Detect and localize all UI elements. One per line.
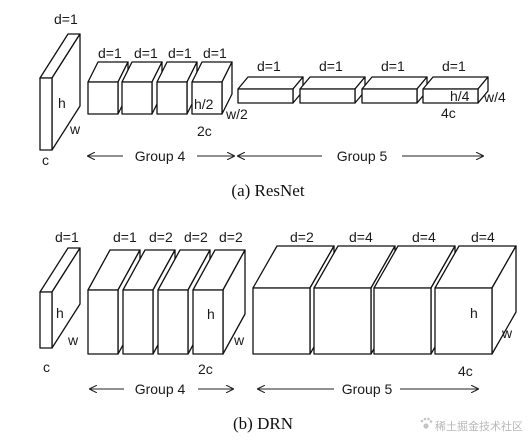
front-face bbox=[87, 289, 119, 355]
front-face bbox=[192, 289, 224, 355]
front-face bbox=[361, 88, 418, 104]
top-face bbox=[361, 76, 428, 90]
drn-group4-width: w bbox=[233, 332, 245, 348]
drn-input-channels: c bbox=[43, 359, 50, 375]
resnet-group4-dilation-3: d=1 bbox=[168, 45, 192, 61]
front-face bbox=[252, 287, 311, 355]
front-face bbox=[237, 88, 294, 104]
resnet-group4-width: w/2 bbox=[225, 106, 248, 122]
front-face bbox=[191, 81, 223, 115]
front-face bbox=[122, 289, 154, 355]
front-face bbox=[422, 88, 479, 104]
resnet-group4-dilation-2: d=1 bbox=[134, 45, 158, 61]
front-face bbox=[156, 81, 188, 115]
top-face bbox=[237, 76, 304, 90]
drn-panel: d=1 h w c d=1 d=2 d=2 d=2 h w 2c d=2 d=4… bbox=[39, 229, 517, 433]
drn-group4-dilation-1: d=1 bbox=[113, 229, 137, 245]
resnet-group5-dilation-1: d=1 bbox=[257, 58, 281, 74]
watermark: 稀土掘金技术社区 bbox=[420, 417, 523, 433]
drn-group5-dilation-1: d=2 bbox=[290, 229, 314, 245]
drn-group4-height: h bbox=[207, 306, 215, 322]
front-face bbox=[87, 81, 119, 115]
drn-group4-channels: 2c bbox=[198, 361, 213, 377]
drn-group5-height: h bbox=[470, 305, 478, 321]
resnet-group4-height: h/2 bbox=[194, 96, 214, 112]
drn-group4-dilation-4: d=2 bbox=[219, 229, 243, 245]
resnet-group5-height: h/4 bbox=[450, 88, 470, 104]
front-face bbox=[434, 287, 493, 355]
watermark-text: 稀土掘金技术社区 bbox=[435, 419, 523, 433]
resnet-group4-dilation-1: d=1 bbox=[98, 45, 122, 61]
resnet-input-block bbox=[39, 33, 81, 151]
drn-input-width: w bbox=[67, 332, 79, 348]
resnet-group5-channels: 4c bbox=[441, 105, 456, 121]
resnet-group5-width: w/4 bbox=[483, 89, 506, 105]
resnet-group5-block-3 bbox=[361, 76, 428, 104]
front-face bbox=[299, 88, 356, 104]
resnet-input-width: w bbox=[69, 121, 81, 137]
resnet-input-height: h bbox=[58, 95, 66, 111]
resnet-group5-dilation-3: d=1 bbox=[381, 58, 405, 74]
resnet-group4-channels: 2c bbox=[197, 123, 212, 139]
drn-input-height: h bbox=[56, 305, 64, 321]
resnet-input-dilation: d=1 bbox=[54, 11, 78, 27]
front-face bbox=[39, 291, 53, 349]
drn-caption: (b) DRN bbox=[233, 414, 293, 433]
front-face bbox=[157, 289, 189, 355]
drn-group5-width: w bbox=[501, 325, 513, 341]
drn-input-dilation: d=1 bbox=[55, 229, 79, 245]
resnet-group5-block-4 bbox=[422, 76, 489, 104]
resnet-group4-block-4 bbox=[191, 61, 233, 115]
resnet-group5-block-2 bbox=[299, 76, 366, 104]
paw-icon bbox=[420, 417, 433, 429]
front-face bbox=[121, 81, 153, 115]
resnet-group4-dilation-4: d=1 bbox=[203, 45, 227, 61]
resnet-group5-dilation-2: d=1 bbox=[319, 58, 343, 74]
resnet-group4-label: Group 4 bbox=[135, 148, 186, 164]
drn-group4-dilation-3: d=2 bbox=[184, 229, 208, 245]
drn-group4-label: Group 4 bbox=[135, 381, 186, 397]
top-face bbox=[299, 76, 366, 90]
drn-input-block bbox=[39, 247, 81, 349]
resnet-group5-block-1 bbox=[237, 76, 304, 104]
resnet-group5-dilation-4: d=1 bbox=[442, 58, 466, 74]
resnet-input-channels: c bbox=[42, 152, 49, 168]
drn-group5-channels: 4c bbox=[458, 363, 473, 379]
front-face bbox=[373, 287, 432, 355]
resnet-panel: d=1 h w c d=1 d=1 d=1 d=1 h/2 w/2 2c d=1… bbox=[39, 11, 506, 200]
resnet-caption: (a) ResNet bbox=[231, 181, 304, 200]
drn-group5-dilation-4: d=4 bbox=[471, 229, 495, 245]
front-face bbox=[39, 77, 53, 151]
drn-group5-block-4 bbox=[434, 245, 517, 355]
drn-group5-dilation-2: d=4 bbox=[349, 229, 373, 245]
drn-group4-dilation-2: d=2 bbox=[149, 229, 173, 245]
front-face bbox=[313, 287, 372, 355]
drn-group5-label: Group 5 bbox=[342, 381, 393, 397]
resnet-group4-block-2 bbox=[121, 61, 163, 115]
resnet-group5-label: Group 5 bbox=[337, 148, 388, 164]
drn-group4-block-4 bbox=[192, 249, 246, 355]
resnet-group4-block-3 bbox=[156, 61, 198, 115]
drn-group5-dilation-3: d=4 bbox=[412, 229, 436, 245]
